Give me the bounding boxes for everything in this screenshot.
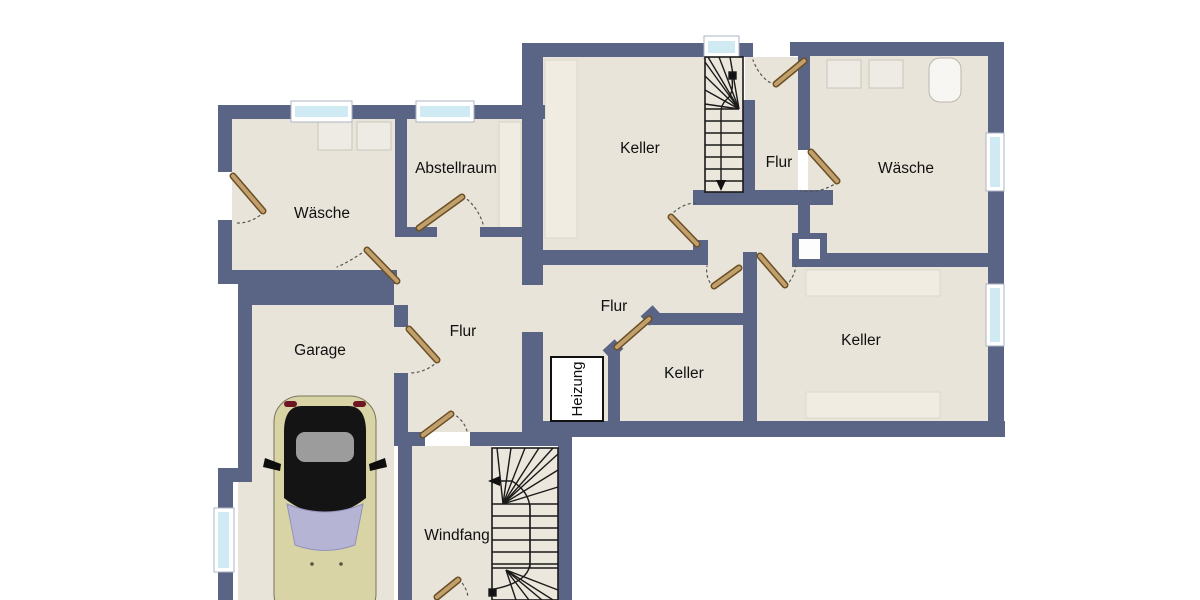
washing-machine-icon [356,121,392,151]
stair-direction-arrow-down [716,180,726,191]
wall-segment [395,119,407,227]
shelf-icon [805,391,941,419]
wall-segment [790,42,1004,56]
door-swing-icon [405,325,441,374]
door-swing-icon [613,315,653,351]
wall-segment [810,253,1004,267]
room-label-keller-top: Keller [620,140,660,157]
room-label-heizung: Heizung [569,361,586,416]
wall-segment [218,105,232,172]
fixtures [317,57,962,419]
door-swing-icon [756,252,797,289]
wall-segment [480,227,525,237]
car-taillight [353,401,366,407]
washing-machine-icon [826,59,862,89]
shelf-icon [498,121,522,233]
window-icon [985,283,1005,347]
wall-segment [558,446,572,600]
shelf-icon [805,269,941,297]
window-icon [290,100,353,123]
wall-segment [394,305,408,327]
wall-segment [543,250,695,265]
stair-walkline-start-marker [728,71,737,80]
window-icon [213,507,235,573]
window-icon [415,100,475,123]
wall-segment [648,313,743,325]
stair-walkline-start-marker [488,588,497,597]
room-windfang-floor [408,446,492,600]
wall-segment [522,332,543,435]
door-swing-icon [667,202,701,248]
wall-segment [398,446,412,600]
wall-segment [743,252,757,423]
wall-segment [394,373,408,446]
duct-shaft-icon [799,239,820,259]
stair-walkline [720,78,734,180]
windows [213,35,1005,573]
room-label-waesche-right: Wäsche [878,160,934,177]
car-top-view-icon [263,395,387,600]
heizung-box: Heizung [550,356,604,422]
washing-machine-icon [317,121,353,151]
wall-segment [394,432,425,446]
car-mirror [369,458,387,471]
car-windshield [286,503,364,551]
room-label-flur-left: Flur [450,323,477,340]
door-swing-icon [706,264,743,290]
washing-machine-icon [868,59,904,89]
room-label-garage: Garage [294,342,346,359]
wall-segment [395,227,437,237]
car-hood-detail [339,562,343,566]
door-swing-icon [419,410,468,439]
door-swing-icon [229,172,267,224]
wall-segment [522,421,1005,437]
window-icon [985,132,1005,192]
stair-walkline [493,480,531,590]
wall-segment [608,345,620,423]
staircase-lower [488,447,559,600]
room-label-windfang: Windfang [424,527,489,544]
door-swing-icon [415,193,484,232]
room-label-keller-right: Keller [841,332,881,349]
car-rear-window [296,432,354,462]
room-labels: Wäsche Abstellraum Garage Flur Keller Fl… [294,140,934,544]
room-label-keller-small: Keller [664,365,704,382]
car-hood-detail [310,562,314,566]
door-swing-icon [800,148,841,193]
shelf-icon [544,59,578,239]
staircase-upper [704,56,744,193]
wall-segment [218,468,252,482]
wall-segment [988,42,1004,437]
window-icon [703,35,740,60]
wall-segment [798,56,810,150]
doors [229,57,841,600]
room-label-flur-top-right: Flur [766,154,793,171]
wall-segment [238,305,252,468]
wall-segment [743,100,755,192]
wall-segment [238,284,394,305]
room-label-abstellraum: Abstellraum [415,160,497,177]
door-swing-icon [752,57,808,88]
wall-segment [522,43,543,285]
wall-segment [218,270,397,284]
car-taillight [284,401,297,407]
room-label-waesche-left: Wäsche [294,205,350,222]
door-swing-icon [433,576,469,600]
wall-segment [522,43,753,57]
car-mirror [263,458,281,471]
room-label-flur-middle: Flur [601,298,628,315]
door-swing-icon [336,246,401,285]
wall-segment [218,220,232,284]
wall-segment [218,105,545,119]
boiler-icon [928,57,962,103]
stair-direction-arrow-left [488,476,500,486]
